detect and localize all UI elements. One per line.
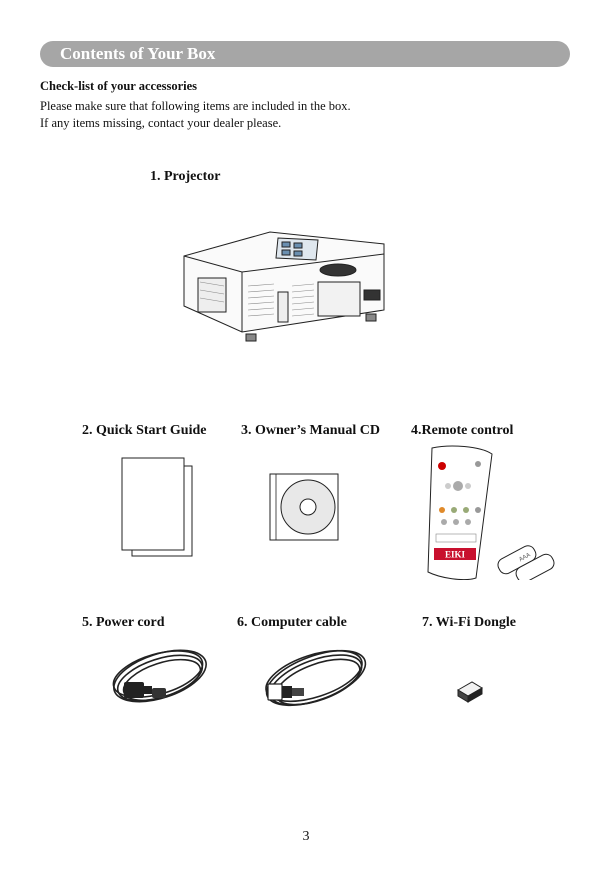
- item-label-remote-control: 4.Remote control: [411, 423, 514, 438]
- section-title: Contents of Your Box: [60, 44, 216, 63]
- intro-line-2: If any items missing, contact your deale…: [40, 116, 282, 130]
- item-label-wifi-dongle: 7. Wi-Fi Dongle: [422, 615, 516, 630]
- remote-control-illustration: EIKI AAA: [427, 445, 555, 580]
- quick-start-guide-illustration: [121, 457, 193, 557]
- manual-cd-illustration: [269, 473, 339, 541]
- item-label-computer-cable: 6. Computer cable: [237, 615, 347, 630]
- checklist-intro: Please make sure that following items ar…: [40, 98, 351, 132]
- intro-line-1: Please make sure that following items ar…: [40, 99, 351, 113]
- wifi-dongle-illustration: [457, 681, 483, 703]
- section-banner: Contents of Your Box: [40, 41, 570, 67]
- checklist-title: Check-list of your accessories: [40, 79, 198, 93]
- item-label-owners-manual-cd: 3. Owner’s Manual CD: [241, 423, 380, 438]
- item-label-power-cord: 5. Power cord: [82, 615, 165, 630]
- power-cord-illustration: [112, 649, 207, 703]
- projector-illustration: [183, 231, 385, 342]
- battery-label: AAA: [518, 552, 531, 563]
- item-label-projector: 1. Projector: [150, 169, 221, 184]
- item-label-quick-start-guide: 2. Quick Start Guide: [82, 423, 207, 438]
- computer-cable-illustration: [265, 649, 367, 707]
- page-number: 3: [302, 829, 310, 844]
- remote-brand-logo: EIKI: [445, 550, 466, 560]
